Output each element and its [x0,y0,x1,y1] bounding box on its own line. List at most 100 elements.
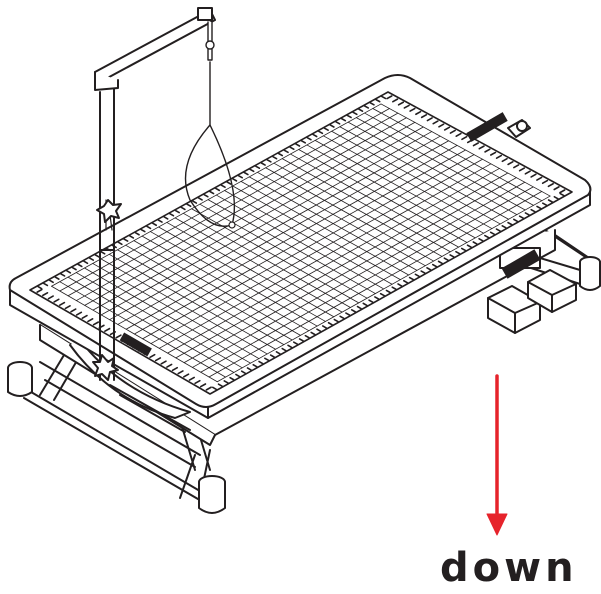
mat-grid-line [310,331,316,336]
mat-grid-line [186,203,192,208]
mat-grid-line [345,312,351,316]
mat-grid-line [214,187,221,192]
mat-grid-line [443,126,451,131]
mat-grid-line [339,315,345,320]
mat-grid-line [266,159,272,163]
mat-grid-line [352,111,358,116]
mat-grid-line [104,327,111,333]
mat-grid-line [84,121,416,306]
mat-grid-line [216,195,551,383]
mat-grid-line [142,154,475,340]
mat-grid-line [501,157,508,163]
mat-grid-line [312,133,318,138]
mat-grid-line [125,144,458,330]
mat-grid-line [403,279,409,284]
mat-grid-line [306,136,312,141]
mat-grid-line [167,168,500,354]
mat-grid-line [317,130,324,135]
mat-grid-line [443,257,449,261]
mat-grid-line [64,305,71,310]
mat-grid-line [134,231,140,236]
mat-grid-line [524,170,531,175]
mat-grid-line [264,357,270,362]
mat-grid-line [37,285,43,290]
mat-grid-line [209,190,215,195]
mat-grid-line [397,101,405,106]
mat-grid-line [472,241,478,245]
mat-grid-line [363,105,370,109]
mat-grid-line [194,379,201,385]
mat-grid-line [269,354,276,358]
mat-grid-line [559,189,566,194]
mat-grid-line [249,168,255,173]
mat-grid-line [426,117,433,122]
mat-grid-line [188,376,195,381]
mat-grid-line [203,193,209,198]
mat-grid-line [174,209,180,214]
mat-grid-line [321,325,328,329]
mat-grid-line [51,103,382,287]
mat-grid-line [329,124,335,128]
mat-grid-line [438,123,445,128]
mat-grid-line [530,208,536,213]
mat-grid-line [513,218,519,223]
mat-grid-line [36,288,43,293]
mat-grid-line [275,351,281,355]
mat-grid-line [169,212,175,217]
mat-grid-line [541,202,548,207]
mat-grid-line [205,386,212,391]
mat-grid-line [397,283,403,287]
mat-grid-line [507,221,513,226]
mat-grid-line [117,241,123,246]
mat-grid-line [133,149,467,335]
mat-grid-line [67,112,399,297]
mat-grid-line [180,206,186,211]
mat-grid-line [369,101,375,106]
mat-grid-line [150,158,483,344]
mat-grid-line [48,279,54,284]
mat-grid-line [157,219,163,223]
mat-grid-line [356,305,362,310]
mat-grid-line [513,164,520,169]
star-knob-icon [96,199,122,223]
mat-grid-line [175,172,509,359]
mat-grid-line [70,308,77,313]
mat-grid-line [75,311,83,316]
mat-grid-line [272,155,278,160]
mat-grid-line [200,186,534,373]
mat-grid-line [287,344,293,349]
mat-grid-line [414,273,420,278]
mat-grid-line [340,117,347,122]
mat-grid-line [115,334,122,339]
mat-grid-line [260,162,266,166]
mat-grid-line [65,269,72,274]
mat-grid-line [77,263,83,268]
mat-grid-line [254,165,261,169]
mat-grid-line [199,383,207,388]
mat-grid-line [375,98,381,103]
mat-grid-line [536,176,543,181]
mat-grid-line [461,135,468,141]
foot-back-right [579,256,601,291]
mat-grid-line [295,143,301,147]
mat-grid-line [460,247,467,252]
mat-grid-line [191,200,198,204]
mat-grid-line [368,299,374,303]
mat-grid-line [83,260,89,265]
mat-grid-line [437,260,444,265]
mat-grid-line [160,360,167,365]
mat-grid-line [385,289,391,294]
mat-grid-line [53,298,60,303]
mat-grid-line [323,127,329,131]
mat-grid-line [484,234,490,239]
mat-grid-line [235,373,241,378]
mat-grid-line [117,140,450,325]
mat-grid-line [42,282,49,287]
mat-grid-line [478,237,484,242]
mat-grid-line [392,98,399,103]
mat-grid-line [518,215,525,219]
mat-grid-line [501,225,507,229]
mat-grid-line [466,244,472,249]
mat-grid-line [71,266,77,271]
mat-grid-line [183,373,190,378]
